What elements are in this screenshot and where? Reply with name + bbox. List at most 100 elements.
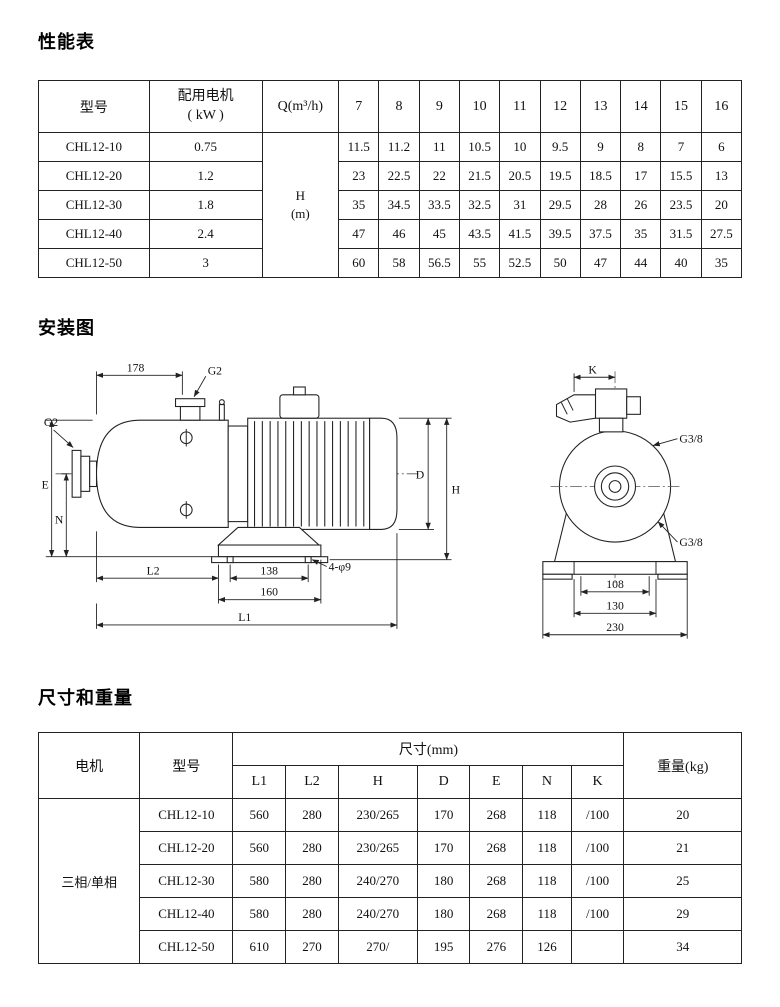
flow-header-cell: 15: [660, 80, 702, 133]
dim-value-cell: 268: [469, 831, 524, 865]
flow-header-cell: 11: [499, 80, 541, 133]
weight-cell: 29: [623, 897, 742, 931]
dim-value-cell: 240/270: [337, 864, 418, 898]
end-view-dimensions: K G3/8 G3/8 108 130 230: [542, 363, 704, 639]
dimension-header-row: 电机 型号 尺寸(mm) 重量(kg): [37, 732, 742, 799]
head-value-cell: 58: [378, 248, 420, 278]
model-cell: CHL12-20: [38, 161, 150, 191]
model-cell: CHL12-10: [38, 132, 150, 162]
dim-value-cell: 560: [232, 798, 287, 832]
pump-assembly-shape: [55, 386, 421, 564]
dim-108-label: 108: [606, 578, 624, 591]
weight-column-header: 重量(kg): [623, 732, 742, 799]
end-base-plate: [542, 561, 688, 575]
head-value-cell: 31.5: [660, 219, 702, 249]
head-value-cell: 22: [418, 161, 460, 191]
head-value-cell: 60: [338, 248, 380, 278]
model-cell: CHL12-50: [139, 930, 234, 964]
dim-d-label: D: [416, 469, 424, 482]
flow-header-cell: 10: [458, 80, 501, 133]
dim-value-cell: 580: [232, 864, 287, 898]
dim-value-cell: 180: [416, 864, 471, 898]
dim-value-cell: 280: [285, 798, 339, 832]
dim-value-cell: 268: [469, 798, 524, 832]
weight-cell: 34: [623, 930, 742, 964]
flow-rate-header-cell: Q(m³/h): [261, 80, 340, 133]
head-value-cell: 11.5: [338, 132, 380, 162]
dim-value-cell: 118: [522, 831, 572, 865]
dim-value-cell: 230/265: [337, 798, 418, 832]
dim-value-cell: 270/: [337, 930, 418, 964]
head-value-cell: 46: [378, 219, 420, 249]
size-group-header: 尺寸(mm): [232, 732, 625, 766]
head-value-cell: 35: [338, 190, 380, 220]
head-value-cell: 8: [620, 132, 662, 162]
g38-bottom-label: G3/8: [680, 536, 704, 549]
head-value-cell: 35: [620, 219, 662, 249]
head-value-cell: 10.5: [458, 132, 501, 162]
head-value-cell: 23.5: [660, 190, 702, 220]
dim-value-cell: 230/265: [337, 831, 418, 865]
head-value-cell: 23: [338, 161, 380, 191]
dim-n-label: N: [55, 514, 64, 527]
head-value-cell: 15.5: [660, 161, 702, 191]
motor-end-cap: [369, 417, 398, 530]
flow-header-cell: 12: [539, 80, 581, 133]
dim-value-cell: 126: [522, 930, 572, 964]
motor-power-cell: 0.75: [148, 132, 263, 162]
top-port-flange: [174, 398, 206, 408]
model-cell: CHL12-50: [38, 248, 150, 278]
dim-value-cell: 610: [232, 930, 287, 964]
dim-value-cell: 118: [522, 798, 572, 832]
dim-value-cell: 280: [285, 864, 339, 898]
dim-value-cell: 560: [232, 831, 287, 865]
section-title-dimensions: 尺寸和重量: [38, 688, 133, 708]
head-value-cell: 35: [700, 248, 743, 278]
dim-value-cell: 268: [469, 897, 524, 931]
pump-body: [95, 419, 229, 528]
head-value-cell: 11: [418, 132, 460, 162]
section-title-performance: 性能表: [38, 32, 95, 52]
head-value-cell: 21.5: [458, 161, 501, 191]
head-value-cell: 27.5: [700, 219, 743, 249]
terminal-box: [279, 394, 320, 419]
motor-type-cell: 三相/单相: [37, 798, 141, 964]
g2-left-label: G2: [44, 416, 58, 429]
flow-header-cell: 16: [700, 80, 743, 133]
head-value-cell: 13: [700, 161, 743, 191]
g38-top-label: G3/8: [680, 433, 704, 446]
flow-header-cell: 9: [418, 80, 460, 133]
head-value-cell: 9.5: [539, 132, 581, 162]
side-view-dimensions: 178 G2 G2 E N D H: [42, 361, 461, 629]
head-value-cell: 34.5: [378, 190, 420, 220]
head-value-cell: 26: [620, 190, 662, 220]
head-value-cell: 52.5: [499, 248, 541, 278]
dim-value-cell: /100: [570, 897, 625, 931]
weight-cell: 21: [623, 831, 742, 865]
dim-value-cell: 118: [522, 864, 572, 898]
dim-value-cell: 240/270: [337, 897, 418, 931]
head-value-cell: 18.5: [579, 161, 622, 191]
head-value-cell: 41.5: [499, 219, 541, 249]
head-value-cell: 47: [579, 248, 622, 278]
model-cell: CHL12-40: [139, 897, 234, 931]
head-value-cell: 45: [418, 219, 460, 249]
dim-e-label: E: [42, 478, 49, 491]
size-header-cell: D: [416, 765, 471, 799]
dim-value-cell: 280: [285, 897, 339, 931]
section-title-installation: 安装图: [38, 318, 95, 338]
dim-value-cell: /100: [570, 831, 625, 865]
flow-header-cell: 8: [378, 80, 420, 133]
size-header-cell: N: [522, 765, 572, 799]
